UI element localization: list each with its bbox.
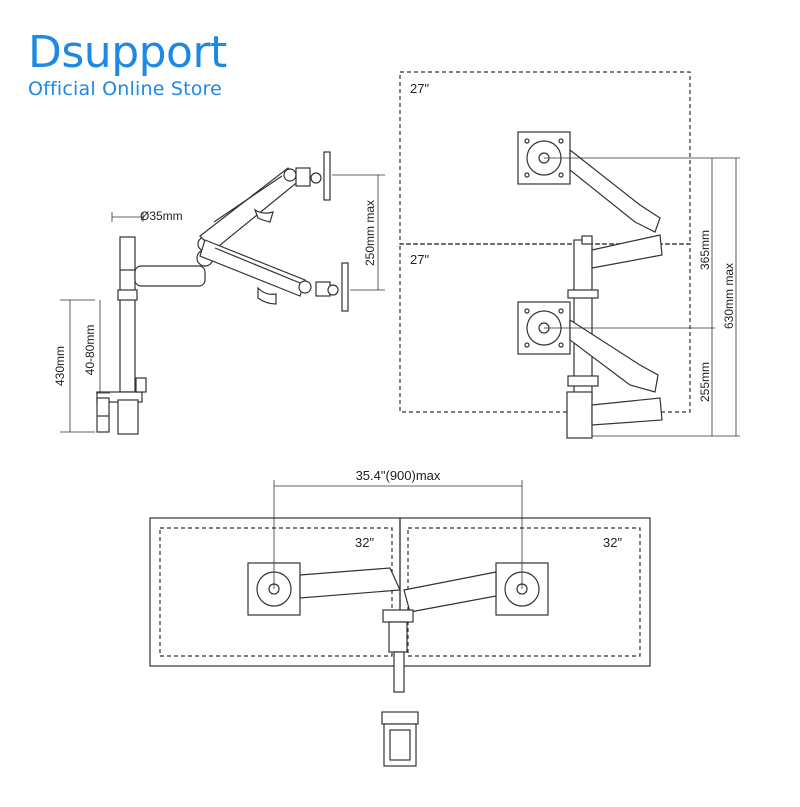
lower-gas-arm: [199, 239, 339, 305]
right-screen-size: 32": [603, 535, 622, 550]
bottom-vesa-plate: [341, 262, 349, 312]
right-screen-outer: [399, 517, 651, 667]
upper-gas-arm: [199, 167, 322, 251]
brand-title: Dsupport: [28, 27, 227, 78]
left-arm-top: [299, 567, 401, 599]
side-dimensions: [60, 174, 385, 433]
clamp-range-label: 40-80mm: [83, 325, 97, 376]
span-label: 35.4"(900)max: [356, 468, 441, 483]
brand-logo: Dsupport Official Online Store: [28, 27, 227, 101]
desk-clamp: [96, 377, 147, 435]
monitor-gap-label: 250mm max: [363, 200, 377, 266]
side-view: [60, 151, 385, 435]
lower-height-label: 255mm: [698, 362, 712, 402]
top-screen-size: 27": [410, 81, 429, 96]
front-view: [399, 71, 740, 439]
height-total-label: 430mm: [53, 346, 67, 386]
lower-extension-arm: [134, 236, 214, 287]
brand-subtitle: Official Online Store: [28, 78, 223, 100]
top-view-pole: [393, 651, 405, 693]
top-vesa-plate: [323, 151, 331, 201]
right-arm-top: [403, 571, 497, 613]
bottom-screen-size: 27": [410, 252, 429, 267]
front-pole: [573, 239, 593, 399]
front-dimensions: [544, 157, 740, 437]
top-view-clamp: [383, 723, 417, 767]
upper-height-label: 365mm: [698, 230, 712, 270]
pole: [117, 236, 138, 393]
front-clamp: [566, 391, 593, 439]
total-height-label: 630mm max: [722, 263, 736, 329]
bottom-arm-front: [569, 318, 659, 393]
top-view: [149, 480, 651, 767]
top-arm-front: [569, 148, 661, 233]
left-screen-size: 32": [355, 535, 374, 550]
pole-diameter-label: Ø35mm: [140, 209, 183, 223]
top-dimensions: [273, 480, 523, 589]
